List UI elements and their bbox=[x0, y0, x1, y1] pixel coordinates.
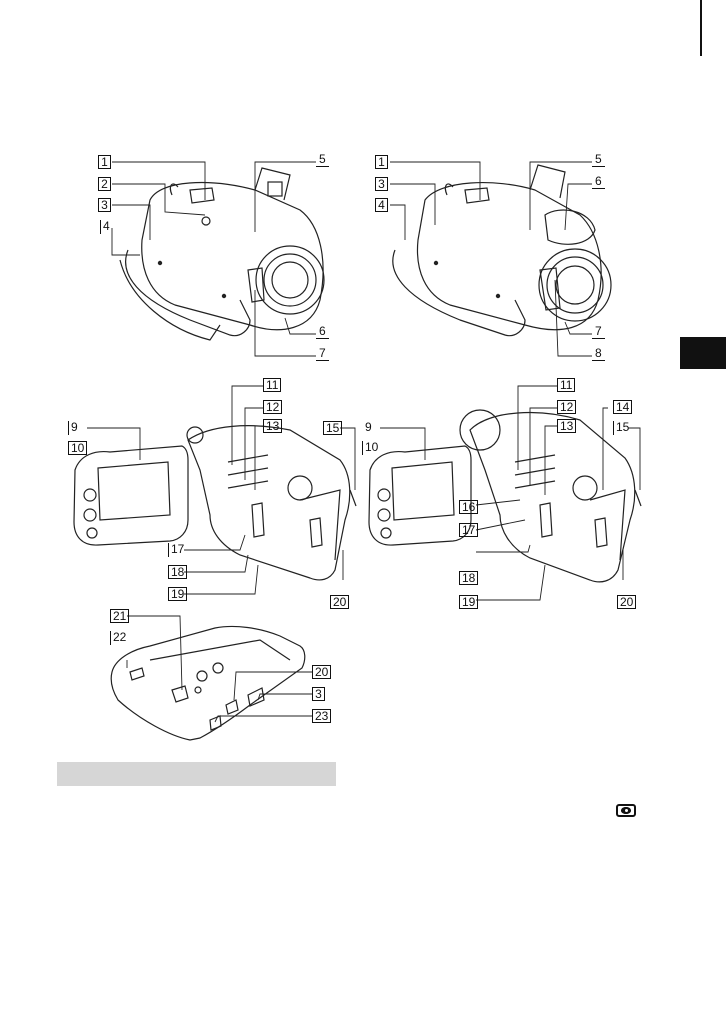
label-13: 13 bbox=[557, 419, 576, 433]
label-11: 11 bbox=[263, 378, 281, 392]
label-12: 12 bbox=[263, 400, 282, 414]
label-21: 21 bbox=[110, 609, 129, 623]
camcorder-back-a bbox=[74, 426, 356, 580]
label-2: 2 bbox=[98, 177, 111, 191]
label-4: 4 bbox=[100, 220, 110, 234]
label-7: 7 bbox=[316, 347, 329, 361]
label-7: 7 bbox=[592, 325, 605, 339]
label-3: 3 bbox=[375, 177, 388, 191]
label-10: 10 bbox=[362, 441, 378, 455]
label-17: 17 bbox=[459, 523, 478, 537]
camcorder-back-b bbox=[369, 410, 641, 582]
label-6: 6 bbox=[316, 325, 329, 339]
label-16: 16 bbox=[459, 500, 478, 514]
label-3: 3 bbox=[98, 198, 111, 212]
label-6: 6 bbox=[592, 175, 605, 189]
camcorder-front-b bbox=[393, 165, 611, 336]
label-23: 23 bbox=[312, 709, 331, 723]
label-18: 18 bbox=[168, 565, 187, 579]
label-9: 9 bbox=[68, 421, 78, 435]
label-18: 18 bbox=[459, 571, 478, 585]
label-4: 4 bbox=[375, 198, 388, 212]
label-10: 10 bbox=[68, 441, 87, 455]
label-15: 15 bbox=[323, 421, 342, 435]
label-5: 5 bbox=[592, 153, 605, 167]
label-1: 1 bbox=[98, 155, 111, 169]
label-14: 14 bbox=[613, 400, 632, 414]
label-13: 13 bbox=[263, 419, 282, 433]
label-11: 11 bbox=[557, 378, 575, 392]
label-15: 15 bbox=[613, 421, 629, 435]
label-17: 17 bbox=[168, 543, 184, 557]
label-19: 19 bbox=[459, 595, 478, 609]
label-9: 9 bbox=[363, 421, 374, 435]
label-3: 3 bbox=[312, 687, 325, 701]
camcorder-front-a bbox=[120, 168, 324, 340]
label-5: 5 bbox=[316, 153, 329, 167]
label-8: 8 bbox=[592, 347, 605, 361]
label-20: 20 bbox=[330, 595, 349, 609]
handycam-station bbox=[111, 626, 305, 740]
label-19: 19 bbox=[168, 587, 187, 601]
label-1: 1 bbox=[375, 155, 388, 169]
label-12: 12 bbox=[557, 400, 576, 414]
label-22: 22 bbox=[110, 631, 126, 645]
label-20: 20 bbox=[617, 595, 636, 609]
label-20: 20 bbox=[312, 665, 331, 679]
